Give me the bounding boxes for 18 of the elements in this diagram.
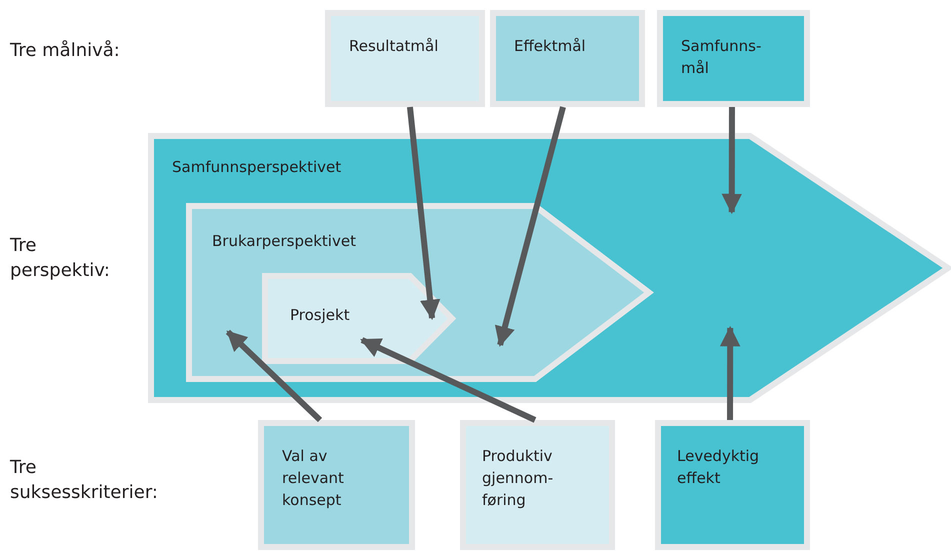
node-label: Prosjekt: [290, 305, 350, 326]
arrow: [722, 106, 742, 214]
arrow: [494, 106, 566, 347]
node-label: Val av relevant konsept: [282, 446, 345, 510]
row-label: Tre målnivå:: [10, 39, 120, 63]
row-label: Tre suksesskriterier:: [10, 456, 159, 506]
arrow: [360, 337, 536, 423]
node-label: Brukarperspektivet: [212, 231, 356, 252]
arrow: [406, 106, 440, 320]
node-label: Produktiv gjennom- føring: [482, 446, 554, 510]
arrow: [226, 330, 322, 422]
node-label: Levedyktig effekt: [677, 446, 760, 489]
row-label: Tre perspektiv:: [10, 234, 111, 284]
arrow: [720, 326, 740, 420]
node-label: Effektmål: [514, 36, 586, 57]
node-label: Samfunnsperspektivet: [172, 157, 342, 178]
node-label: Resultatmål: [349, 36, 438, 57]
node-label: Samfunns- mål: [681, 36, 762, 79]
